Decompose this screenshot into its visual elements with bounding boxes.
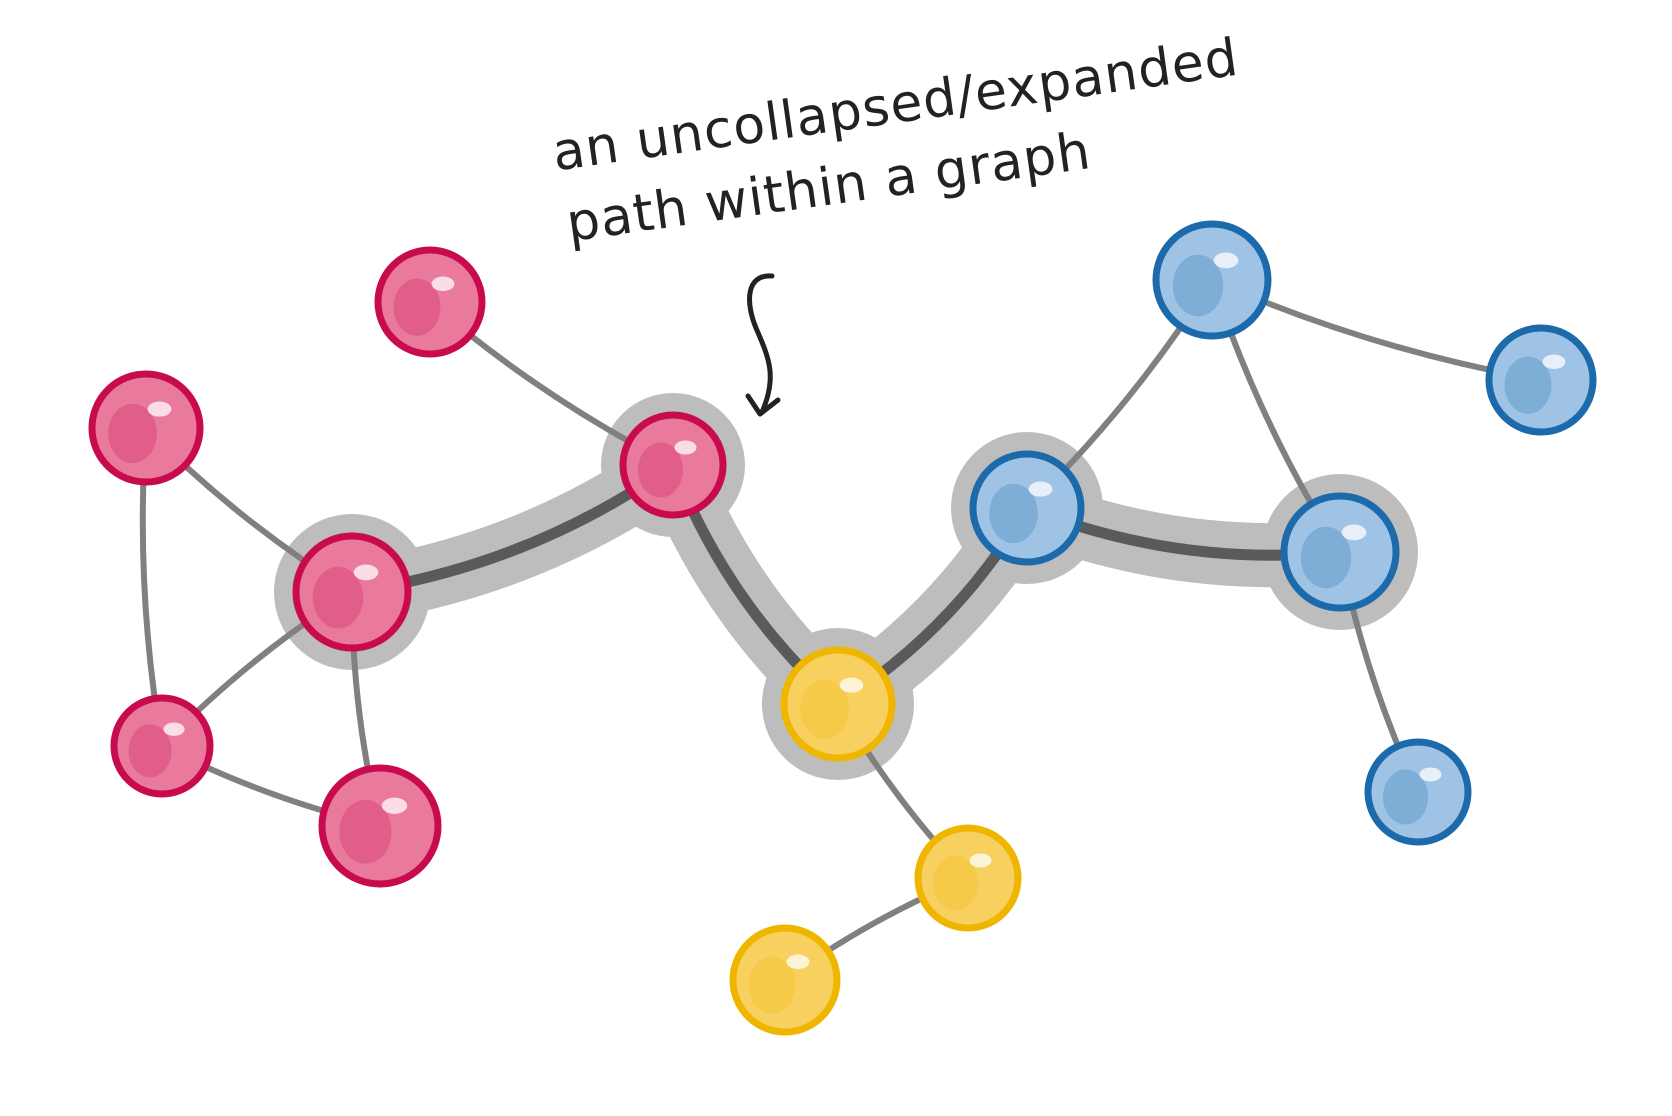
node-b3 bbox=[1485, 324, 1597, 436]
node-r2 bbox=[88, 370, 204, 486]
node-b5 bbox=[1364, 738, 1472, 846]
node-y3 bbox=[729, 924, 841, 1036]
node-r1 bbox=[374, 246, 486, 358]
node-y2 bbox=[914, 824, 1022, 932]
node-r3 bbox=[292, 532, 412, 652]
node-layer bbox=[88, 220, 1597, 1036]
node-b1 bbox=[969, 450, 1085, 566]
node-r6 bbox=[318, 764, 442, 888]
node-r4 bbox=[619, 411, 727, 519]
node-r5 bbox=[110, 694, 214, 798]
annotation-arrow bbox=[745, 273, 781, 417]
node-b4 bbox=[1280, 492, 1400, 612]
node-y1 bbox=[780, 646, 896, 762]
node-b2 bbox=[1152, 220, 1272, 340]
